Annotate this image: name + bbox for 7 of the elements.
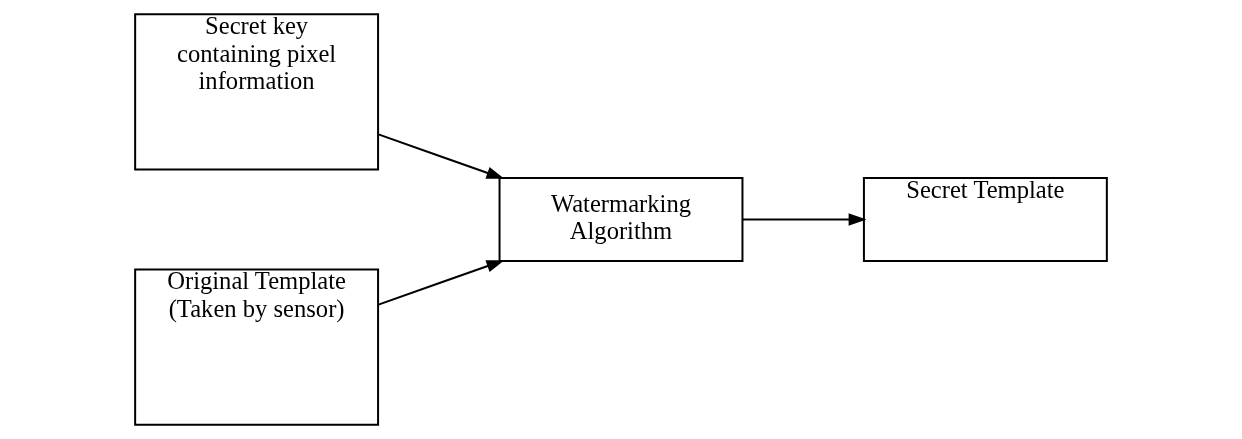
node-box: Secret key containing pixel information <box>134 13 380 171</box>
arrow <box>377 260 505 306</box>
arrow <box>741 213 867 226</box>
node-box: Watermarking Algorithm <box>498 177 744 262</box>
node-box: Original Template (Taken by sensor) <box>134 268 380 426</box>
node-box: Secret Template <box>862 177 1108 262</box>
arrow <box>377 133 505 179</box>
